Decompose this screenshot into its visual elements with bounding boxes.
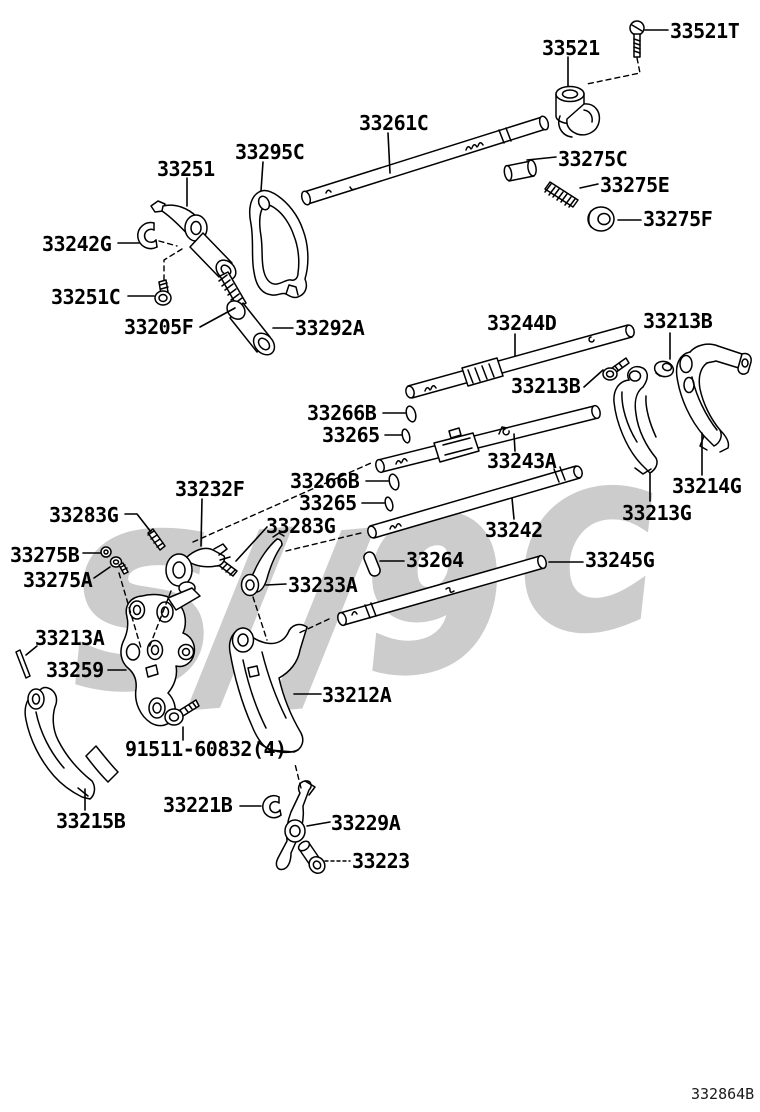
pin-33213a bbox=[15, 649, 31, 679]
pin-33265-lower bbox=[384, 496, 394, 512]
part-label-33242: 33242 bbox=[485, 518, 543, 542]
part-label-33275e: 33275E bbox=[600, 173, 670, 197]
part-label-33264: 33264 bbox=[406, 548, 464, 572]
clamp-33521 bbox=[555, 85, 601, 138]
bolt-91511 bbox=[164, 699, 200, 726]
pin-33265-upper bbox=[401, 428, 411, 444]
part-label-33265-1: 33265 bbox=[322, 423, 380, 447]
shaft-33242 bbox=[367, 465, 583, 539]
lever-33229a bbox=[275, 780, 316, 871]
fork-33214g bbox=[675, 343, 752, 453]
part-label-33245g: 33245G bbox=[585, 548, 655, 572]
part-label-33275a: 33275A bbox=[23, 568, 93, 592]
gasket-33295c bbox=[248, 189, 309, 299]
part-label-33233a: 33233A bbox=[288, 573, 358, 597]
part-label-33215b: 33215B bbox=[56, 809, 126, 833]
part-label-33521t: 33521T bbox=[670, 19, 740, 43]
part-label-33213a: 33213A bbox=[35, 626, 105, 650]
shaft-33261c bbox=[300, 115, 550, 206]
lever-33233a bbox=[240, 532, 285, 597]
part-label-33244d: 33244D bbox=[487, 311, 557, 335]
part-label-33261c: 33261C bbox=[359, 111, 429, 135]
part-label-33212a: 33212A bbox=[322, 683, 392, 707]
part-label-91511-60832: 91511-60832(4) bbox=[125, 737, 287, 761]
part-label-33295c: 33295C bbox=[235, 140, 305, 164]
leader-lines bbox=[25, 29, 703, 827]
nut-33213b bbox=[653, 360, 675, 378]
fork-33213g bbox=[613, 365, 658, 475]
part-label-33275f: 33275F bbox=[643, 207, 713, 231]
bolt-33251c bbox=[154, 279, 172, 306]
drawing-number: 332864B bbox=[691, 1085, 755, 1103]
bolt-33521t bbox=[629, 20, 645, 58]
part-label-33243a: 33243A bbox=[487, 449, 557, 473]
part-label-33232f: 33232F bbox=[175, 477, 245, 501]
pin-33266b-upper bbox=[405, 405, 417, 423]
part-label-33521: 33521 bbox=[542, 36, 600, 60]
pin-33266b-lower bbox=[388, 473, 400, 491]
part-label-33214g: 33214G bbox=[672, 474, 742, 498]
plug-33275f bbox=[587, 206, 615, 232]
cylinder-33223 bbox=[297, 840, 326, 874]
shaft-33245g bbox=[337, 554, 547, 627]
part-label-33275c: 33275C bbox=[558, 147, 628, 171]
bolt-33213b bbox=[602, 357, 630, 381]
snap-ring-33221b bbox=[262, 794, 282, 819]
part-label-33223: 33223 bbox=[352, 849, 410, 873]
part-label-33266b-2: 33266B bbox=[290, 469, 360, 493]
part-label-33283g-1: 33283G bbox=[49, 503, 119, 527]
part-label-33213g: 33213G bbox=[622, 501, 692, 525]
part-label-33221b: 33221B bbox=[163, 793, 233, 817]
part-label-33229a: 33229A bbox=[331, 811, 401, 835]
part-label-33266b-1: 33266B bbox=[307, 401, 377, 425]
pin-33264 bbox=[363, 551, 381, 577]
part-label-33275b: 33275B bbox=[10, 543, 80, 567]
cylinder-33292a bbox=[226, 300, 276, 356]
spring-33283g-left bbox=[147, 528, 166, 551]
part-label-33205f: 33205F bbox=[124, 315, 194, 339]
bolt-33275a bbox=[109, 556, 129, 575]
part-label-33251: 33251 bbox=[157, 157, 215, 181]
ring-33275b bbox=[100, 546, 112, 558]
spring-33205f bbox=[218, 271, 247, 309]
part-label-33283g-2: 33283G bbox=[266, 514, 336, 538]
shaft-33244d bbox=[405, 324, 635, 399]
dashed-lines bbox=[118, 57, 641, 789]
part-label-33251c: 33251C bbox=[51, 285, 121, 309]
part-label-33292a: 33292A bbox=[295, 316, 365, 340]
svg-text:9: 9 bbox=[354, 475, 513, 719]
part-label-33259: 33259 bbox=[46, 658, 104, 682]
part-label-33213b-1: 33213B bbox=[643, 309, 713, 333]
pin-33275c bbox=[503, 159, 537, 182]
part-label-33265-2: 33265 bbox=[299, 491, 357, 515]
part-label-33242g: 33242G bbox=[42, 232, 112, 256]
shaft-33243a bbox=[375, 404, 601, 474]
fork-33212a bbox=[228, 623, 308, 754]
fork-33215b bbox=[24, 686, 119, 800]
part-label-33213b-2: 33213B bbox=[511, 374, 581, 398]
snap-ring-33242g bbox=[137, 221, 158, 250]
spring-33275e bbox=[544, 181, 579, 208]
